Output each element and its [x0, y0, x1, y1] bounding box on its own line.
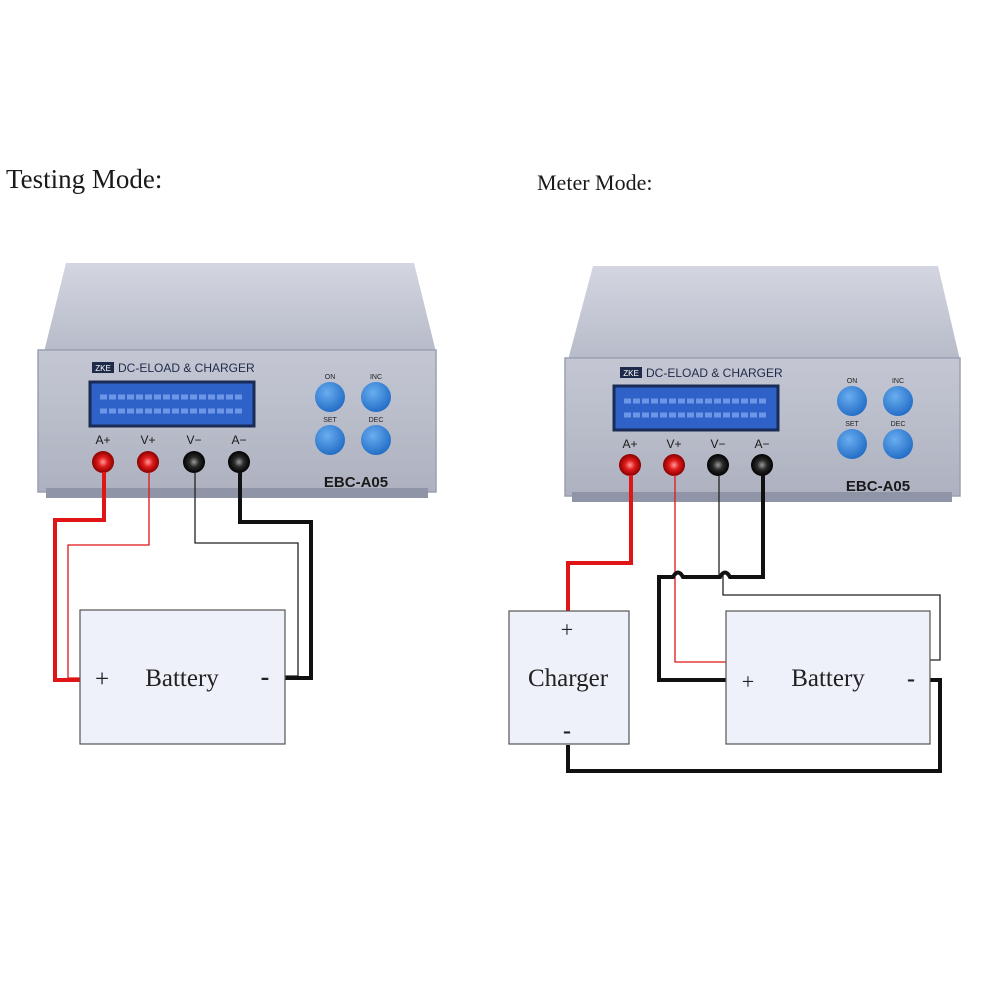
lcd-screen — [612, 384, 780, 432]
device-top — [44, 263, 436, 352]
device-model: EBC-A05 — [324, 474, 388, 491]
brand-mark — [620, 367, 642, 378]
device-top — [568, 266, 960, 360]
lcd-screen — [88, 380, 256, 428]
wire-v-plus — [67, 472, 150, 679]
dec-button — [361, 425, 391, 455]
meter-mode-diagram: ZKE DC-ELOAD & CHARGER ON INC SET DEC A+… — [508, 266, 961, 773]
meter-mode-title: Meter Mode: — [537, 170, 653, 195]
charger-label: Charger — [528, 665, 609, 692]
battery-label: Battery — [791, 665, 865, 692]
terminal-label-a-plus: A+ — [622, 437, 637, 451]
wires-testing — [53, 472, 313, 682]
terminal-v-plus — [663, 454, 685, 476]
terminal-a-minus — [228, 451, 250, 473]
button-label-inc: INC — [892, 378, 904, 385]
charger-minus: - — [563, 718, 571, 744]
battery-plus: + — [95, 666, 109, 693]
button-label-inc: INC — [370, 374, 382, 381]
on-button — [315, 382, 345, 412]
terminal-label-a-plus: A+ — [95, 433, 110, 447]
charger-box: + Charger - — [508, 610, 630, 745]
button-label-dec: DEC — [369, 417, 384, 424]
button-label-set: SET — [845, 421, 859, 428]
wire-charger-minus — [566, 678, 942, 773]
brand-mark-text: ZKE — [623, 369, 639, 378]
battery-minus: - — [261, 662, 270, 691]
terminal-label-a-minus: A− — [754, 437, 769, 451]
terminal-a-minus — [751, 454, 773, 476]
on-button — [837, 386, 867, 416]
wire-a-minus — [657, 475, 765, 682]
inc-button — [883, 386, 913, 416]
load-device: ZKE DC-ELOAD & CHARGER ON INC SET DEC A+… — [37, 263, 437, 498]
battery-label: Battery — [145, 665, 219, 692]
terminal-v-plus — [137, 451, 159, 473]
wire-a-minus — [238, 472, 313, 680]
button-label-set: SET — [323, 417, 337, 424]
battery-box: + Battery - — [79, 609, 286, 745]
terminal-label-a-minus: A− — [231, 433, 246, 447]
button-label-dec: DEC — [891, 421, 906, 428]
terminal-v-minus — [707, 454, 729, 476]
button-label-on: ON — [847, 378, 858, 385]
wire-a-plus — [53, 472, 106, 682]
battery-minus: - — [907, 666, 915, 692]
load-device: ZKE DC-ELOAD & CHARGER ON INC SET DEC A+… — [564, 266, 961, 502]
testing-mode-diagram: ZKE DC-ELOAD & CHARGER ON INC SET DEC A+… — [37, 263, 437, 745]
brand-mark-text: ZKE — [95, 364, 111, 373]
set-button — [837, 429, 867, 459]
terminal-a-plus — [92, 451, 114, 473]
device-header: DC-ELOAD & CHARGER — [118, 361, 255, 375]
terminal-a-plus — [619, 454, 641, 476]
inc-button — [361, 382, 391, 412]
dec-button — [883, 429, 913, 459]
device-base — [46, 488, 428, 498]
terminal-label-v-plus: V+ — [666, 437, 681, 451]
wires-meter — [566, 475, 942, 773]
wire-v-plus — [674, 475, 728, 663]
testing-mode-title: Testing Mode: — [6, 164, 163, 194]
device-header: DC-ELOAD & CHARGER — [646, 366, 783, 380]
terminal-label-v-minus: V− — [186, 433, 201, 447]
battery-box: + Battery - — [725, 610, 931, 745]
terminal-label-v-plus: V+ — [140, 433, 155, 447]
brand-mark — [92, 362, 114, 373]
button-label-on: ON — [325, 374, 336, 381]
charger-plus: + — [561, 617, 573, 642]
terminal-label-v-minus: V− — [710, 437, 725, 451]
terminal-v-minus — [183, 451, 205, 473]
battery-plus: + — [742, 669, 754, 694]
wire-a-plus — [566, 475, 633, 612]
device-model: EBC-A05 — [846, 478, 910, 495]
set-button — [315, 425, 345, 455]
